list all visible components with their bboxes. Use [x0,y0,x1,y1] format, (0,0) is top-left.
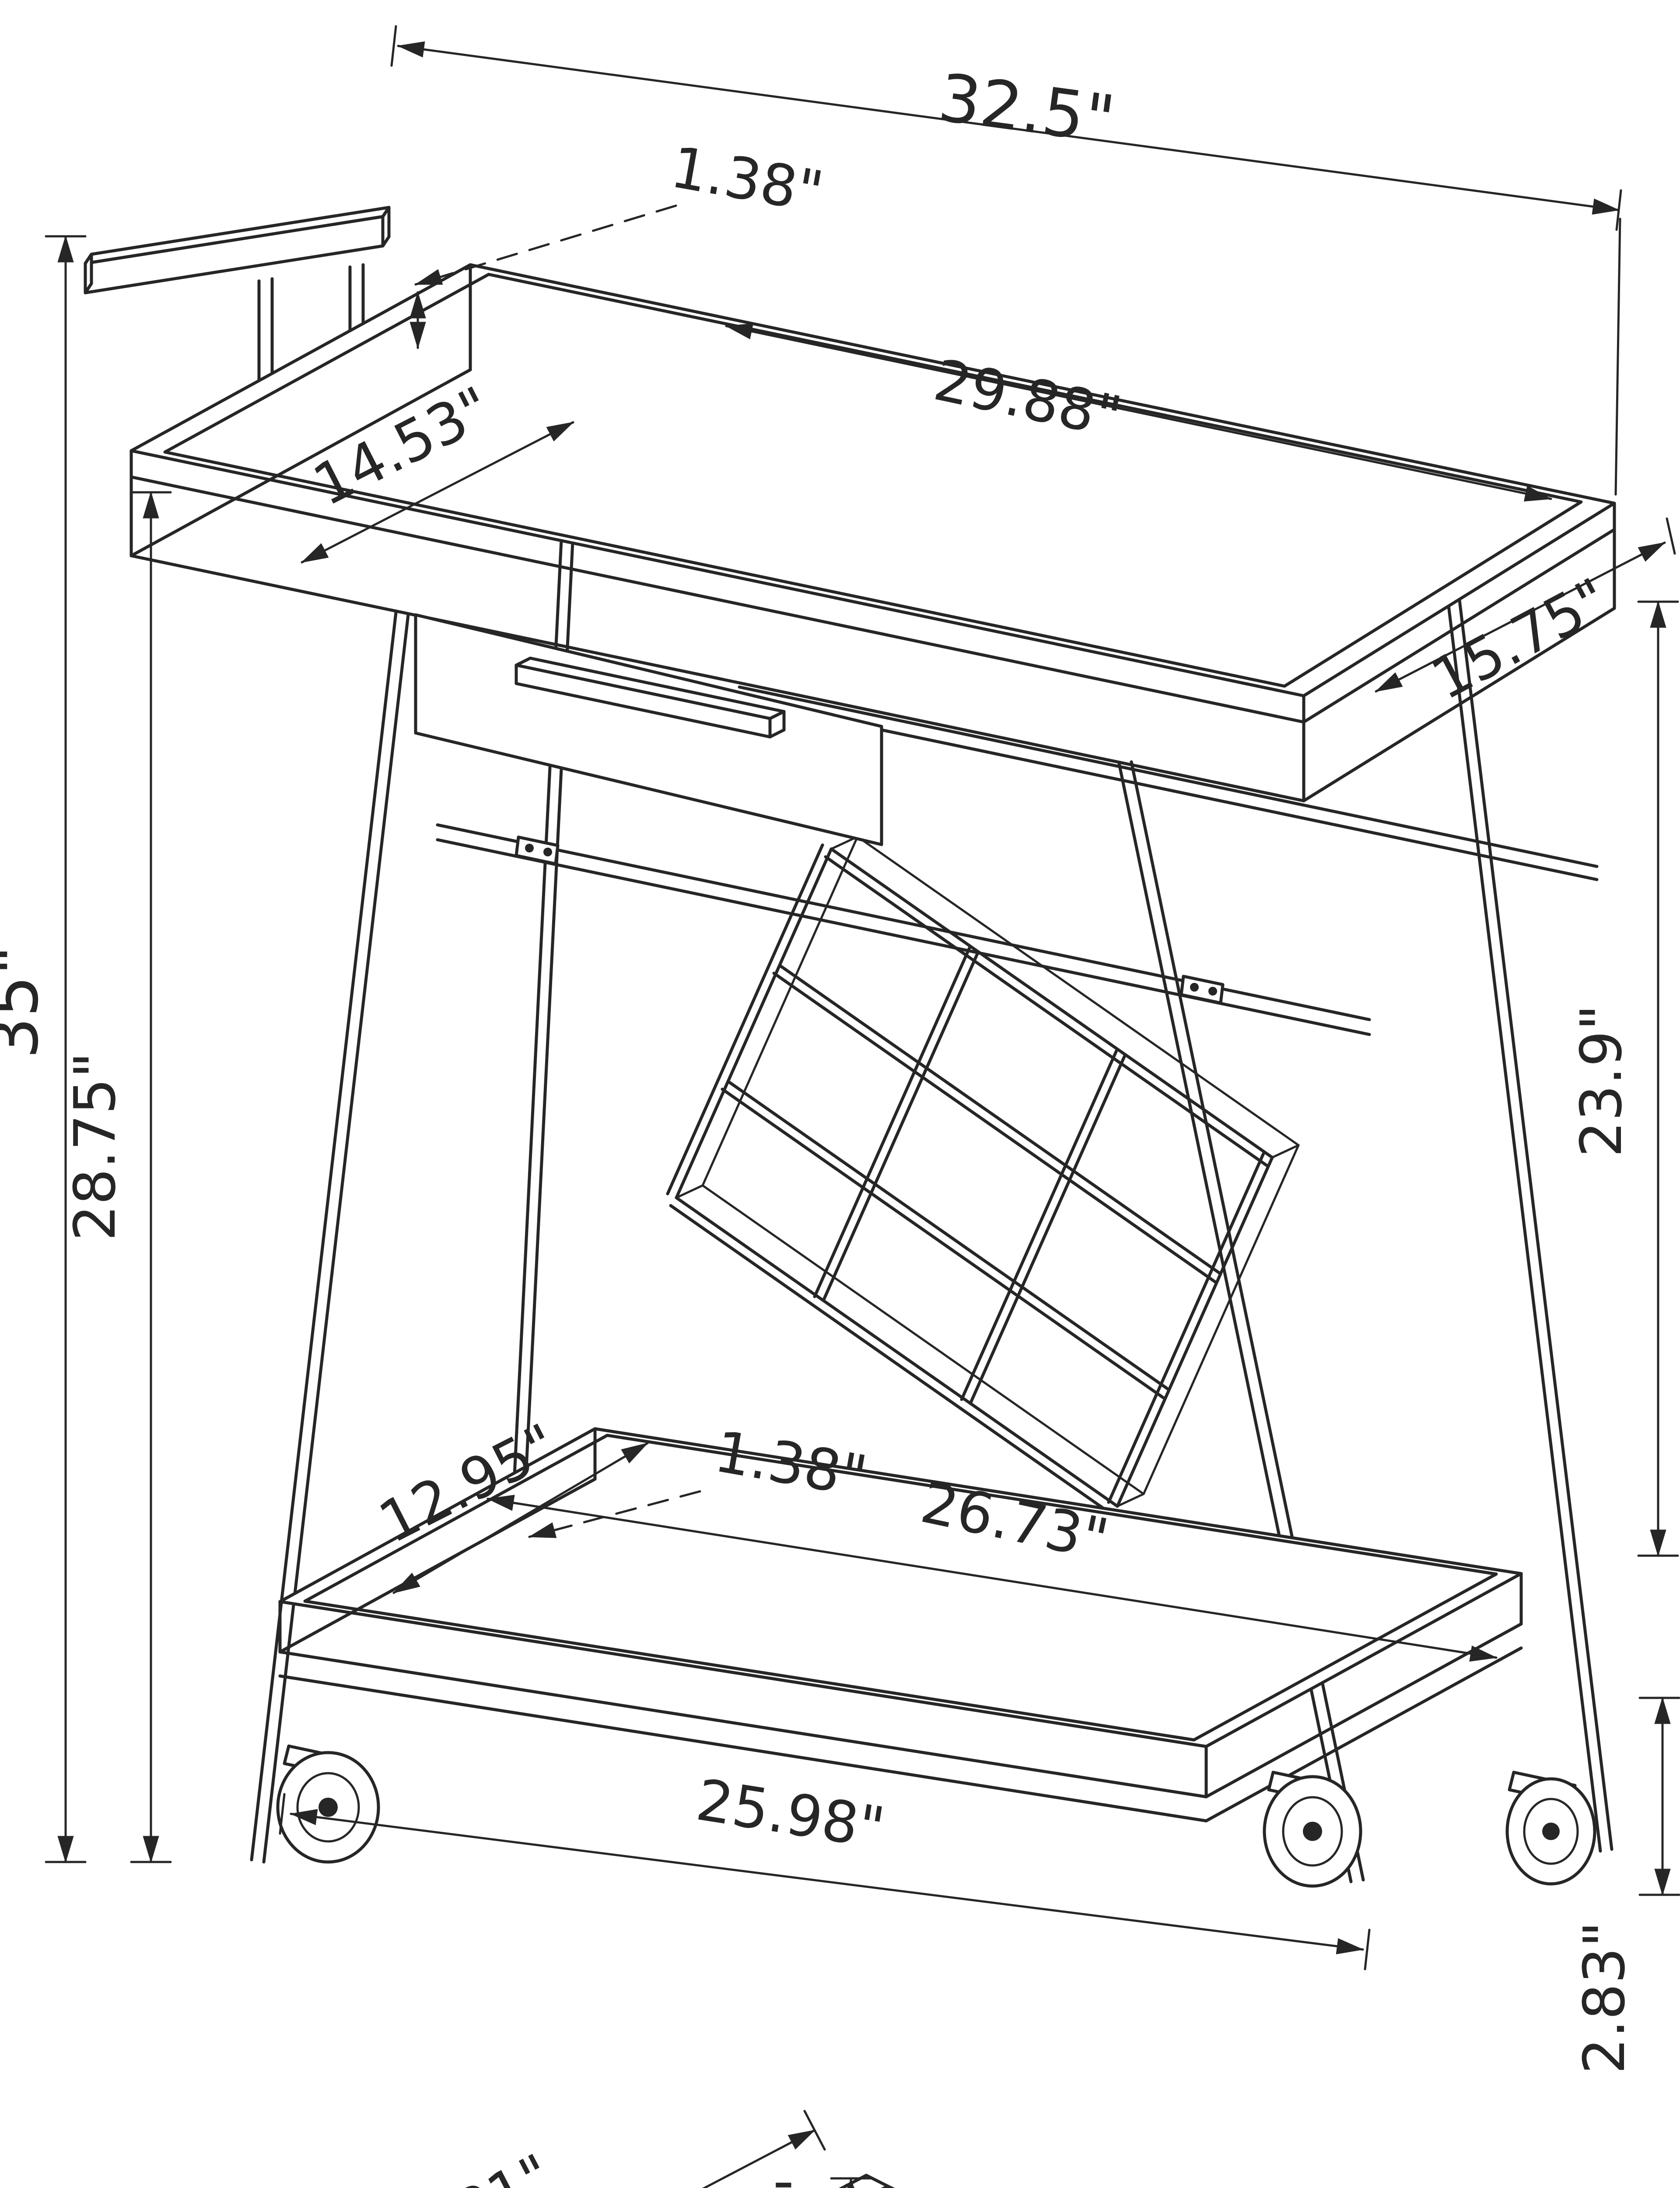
drawer-figure: 11.81" 2.68" 11.22" 10.19" 3.43" [187,2110,895,2188]
bar-cart-figure: 32.5" 1.38" 14.53" 29.88" 15.75" [0,25,1680,2074]
cart-dimensions: 32.5" 1.38" 14.53" 29.88" 15.75" [0,25,1680,2074]
cart-legs [250,390,1614,1883]
cart-drawer-front [414,613,883,846]
caster-rear-right [1505,1771,1596,1886]
dim-frame-height-label: 28.75" [62,1052,128,1241]
wine-rack-lattice [666,835,1300,1516]
dim-leg-inner-height-label: 23.9" [1568,1004,1634,1157]
dim-caster-height: 2.83" [1571,1697,1680,2074]
dim-caster-height-label: 2.83" [1571,1921,1638,2074]
dim-overall-height: 35" [0,235,87,1863]
dim-frame-height: 28.75" [62,491,172,1863]
caster-front-left [276,1744,380,1864]
dim-drawer-inner-depth-label: 2.68" [764,2177,831,2188]
dim-overall-height-label: 35" [0,945,53,1059]
drawer-dimensions: 11.81" 2.68" 11.22" 10.19" 3.43" [187,2110,872,2188]
dim-drawer-inner-depth: 2.68" [764,2177,872,2188]
dim-top-rim-thickness-label: 1.38" [666,134,828,226]
top-tray [130,263,1616,803]
dim-leg-inner-height: 23.9" [1568,600,1679,1557]
dim-drawer-top-length-label: 11.81" [364,2141,563,2188]
dim-overall-width-label: 32.5" [934,60,1119,159]
dim-drawer-top-length: 11.81" [187,2110,826,2188]
caster-front-right [1263,1771,1362,1888]
handle-rail [84,206,391,387]
dim-base-width-label: 25.98" [692,1767,889,1862]
